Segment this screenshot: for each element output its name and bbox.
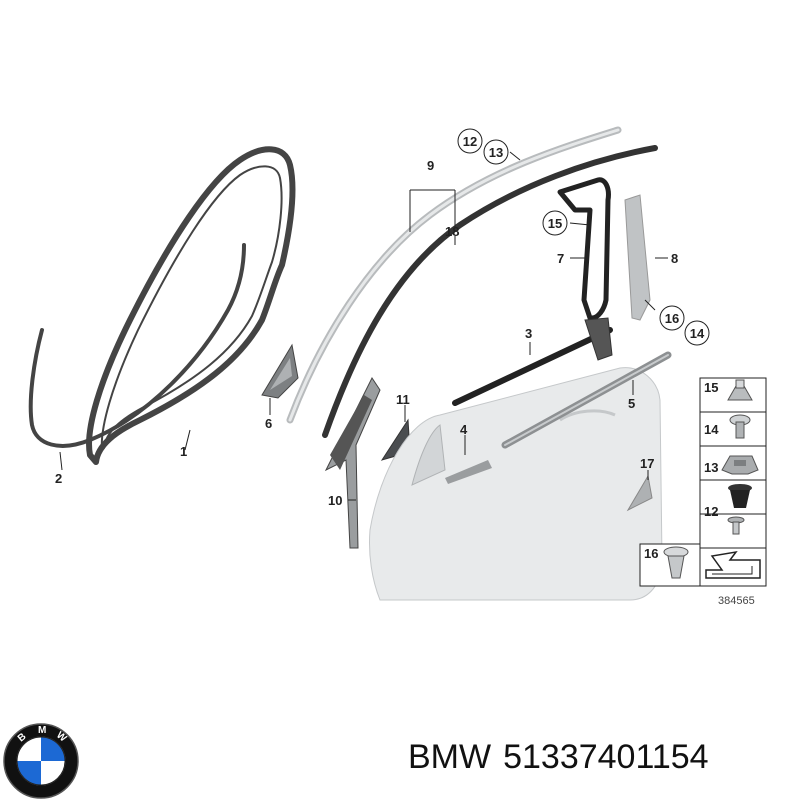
callout-16-circled: 16 bbox=[659, 305, 685, 331]
part-10-pillar-trim bbox=[324, 377, 381, 549]
callout-1: 1 bbox=[180, 444, 187, 459]
part-7-b-pillar-frame bbox=[557, 177, 613, 361]
callout-6: 6 bbox=[265, 416, 272, 431]
callout-15-circled: 15 bbox=[542, 210, 568, 236]
rivet-icon bbox=[663, 546, 689, 579]
legend-num-16: 16 bbox=[644, 546, 658, 561]
part-18-roof-trim-dark bbox=[322, 145, 658, 438]
svg-text:16: 16 bbox=[665, 311, 679, 326]
svg-text:15: 15 bbox=[548, 216, 562, 231]
clip-icon bbox=[721, 455, 759, 475]
callout-10: 10 bbox=[328, 493, 342, 508]
leader-lines bbox=[59, 151, 668, 501]
part-3-belt-strip bbox=[452, 327, 613, 406]
legend-num-15: 15 bbox=[704, 380, 718, 395]
callout-7: 7 bbox=[557, 251, 564, 266]
expanding-rivet-icon bbox=[728, 484, 752, 508]
screw-icon bbox=[729, 414, 751, 439]
circled-callouts: 12 13 15 16 14 bbox=[457, 128, 710, 346]
part-number: 51337401154 bbox=[503, 738, 709, 776]
part-caption: BMW 51337401154 bbox=[408, 738, 721, 777]
callout-8: 8 bbox=[671, 251, 678, 266]
legend-num-14: 14 bbox=[704, 422, 719, 437]
svg-text:12: 12 bbox=[463, 134, 477, 149]
callout-18: 18 bbox=[445, 224, 459, 239]
bmw-logo-icon: B M W bbox=[3, 723, 79, 799]
brand-name: BMW bbox=[408, 738, 492, 776]
callout-14-circled: 14 bbox=[684, 320, 710, 346]
bmw-logo: B M W bbox=[2, 722, 80, 800]
part-6-triangle-trim bbox=[261, 343, 299, 399]
callout-2: 2 bbox=[55, 471, 62, 486]
part-5-outer-molding bbox=[501, 351, 672, 449]
callout-5: 5 bbox=[628, 396, 635, 411]
callout-11: 11 bbox=[396, 392, 410, 407]
part-8-b-pillar-cover bbox=[624, 194, 651, 321]
part-2-weatherstrip bbox=[28, 243, 246, 448]
plain-rivet-icon bbox=[727, 516, 745, 535]
fastener-legend: 15 14 13 12 16 bbox=[639, 377, 767, 607]
callout-12-circled: 12 bbox=[457, 128, 483, 154]
svg-text:13: 13 bbox=[489, 145, 503, 160]
part-17-small-trim bbox=[626, 474, 653, 512]
door-panel bbox=[369, 367, 663, 601]
arrow-right-icon bbox=[705, 550, 761, 579]
callout-labels: 1 2 3 4 5 6 7 8 9 10 11 17 18 bbox=[55, 158, 678, 508]
part-1-door-seal bbox=[86, 146, 296, 465]
callout-9: 9 bbox=[427, 158, 434, 173]
drawing-number: 384565 bbox=[718, 595, 755, 607]
callout-13-circled: 13 bbox=[483, 139, 509, 165]
legend-num-12: 12 bbox=[704, 504, 718, 519]
legend-num-13: 13 bbox=[704, 460, 718, 475]
callout-3: 3 bbox=[525, 326, 532, 341]
part-9-roof-trim-light bbox=[286, 126, 622, 424]
svg-text:14: 14 bbox=[690, 326, 705, 341]
clip-nut-icon bbox=[727, 379, 753, 401]
svg-text:M: M bbox=[38, 725, 46, 736]
callout-17: 17 bbox=[640, 456, 654, 471]
callout-4: 4 bbox=[460, 422, 468, 437]
